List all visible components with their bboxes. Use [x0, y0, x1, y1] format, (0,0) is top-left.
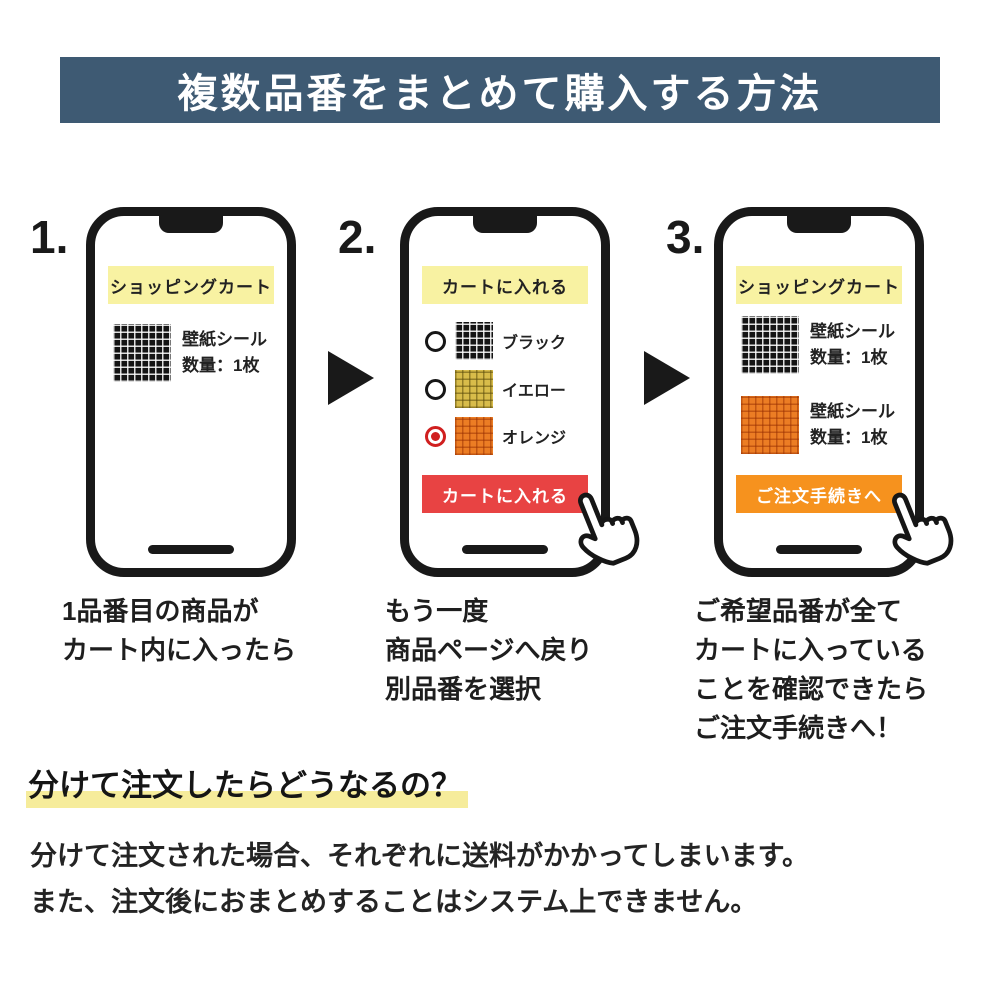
phone-home-bar — [148, 545, 234, 554]
product-name: 壁紙シール — [182, 330, 267, 349]
swatch-black-icon — [455, 322, 493, 360]
caption-line: 商品ページへ戻り — [385, 635, 593, 665]
option-label: ブラック — [502, 335, 567, 352]
caption-line: ご注文手続きへ！ — [694, 713, 903, 743]
phone-home-bar — [776, 545, 862, 554]
note-line: また、注文後におまとめすることはシステム上できません。 — [30, 887, 758, 917]
phone-notch — [787, 216, 851, 233]
product-name: 壁紙シール — [810, 322, 895, 341]
swatch-yellow-icon — [455, 370, 493, 408]
product-qty: 数量：1枚 — [810, 428, 888, 447]
step-number-1: 1. — [30, 211, 69, 263]
product-qty: 数量：1枚 — [182, 356, 260, 375]
color-option-yellow[interactable]: イエロー — [425, 368, 566, 410]
step-3-caption: ご希望品番が全て カートに入っている ことを確認できたら ご注文手続きへ！ — [694, 592, 928, 748]
add-to-cart-button[interactable]: カートに入れる — [422, 475, 588, 513]
phone-step-1: ショッピングカート 壁紙シール 数量：1枚 — [86, 207, 296, 577]
cart-item: 壁紙シール 数量：1枚 — [741, 396, 907, 454]
add-to-cart-header: カートに入れる — [422, 266, 588, 304]
color-option-orange[interactable]: オレンジ — [425, 415, 566, 457]
cart-item: 壁紙シール 数量：1枚 — [113, 324, 279, 382]
color-option-black[interactable]: ブラック — [425, 320, 566, 362]
arrow-right-icon — [644, 351, 690, 405]
caption-line: もう一度 — [385, 596, 489, 626]
cart-header: ショッピングカート — [108, 266, 274, 304]
phone-step-3: ショッピングカート 壁紙シール 数量：1枚 壁紙シール 数量：1枚 ご注文手続き… — [714, 207, 924, 577]
caption-line: 別品番を選択 — [385, 674, 542, 704]
product-swatch-black-icon — [113, 324, 171, 382]
caption-line: ご希望品番が全て — [694, 596, 903, 626]
cart-item-text: 壁紙シール 数量：1枚 — [182, 327, 267, 379]
option-label: オレンジ — [502, 430, 567, 447]
phone-step-2: カートに入れる ブラック イエロー オレンジ カートに入れる — [400, 207, 610, 577]
step-1-caption: 1品番目の商品が カート内に入ったら — [62, 592, 296, 670]
product-swatch-black-icon — [741, 316, 799, 374]
step-number-3: 3. — [666, 211, 705, 263]
radio-unselected-icon[interactable] — [425, 330, 446, 352]
product-name: 壁紙シール — [810, 402, 895, 421]
option-label: イエロー — [502, 383, 566, 400]
cart-item-text: 壁紙シール 数量：1枚 — [810, 399, 895, 451]
caption-line: 1品番目の商品が — [62, 596, 259, 626]
caption-line: カート内に入ったら — [62, 635, 297, 665]
note-heading: 分けて注文したらどうなるの？ — [26, 760, 468, 808]
hand-cursor-icon — [892, 492, 954, 566]
hand-cursor-icon — [578, 492, 640, 566]
phone-home-bar — [462, 545, 548, 554]
step-number-2: 2. — [338, 211, 377, 263]
product-swatch-orange-icon — [741, 396, 799, 454]
product-qty: 数量：1枚 — [810, 348, 888, 367]
phone-notch — [473, 216, 537, 233]
cart-item-text: 壁紙シール 数量：1枚 — [810, 319, 895, 371]
note-heading-text: 分けて注文したらどうなるの？ — [26, 768, 468, 808]
caption-line: カートに入っている — [694, 635, 927, 665]
note-body: 分けて注文された場合、それぞれに送料がかかってしまいます。 また、注文後におまと… — [30, 833, 809, 925]
cart-item: 壁紙シール 数量：1枚 — [741, 316, 907, 374]
note-line: 分けて注文された場合、それぞれに送料がかかってしまいます。 — [30, 841, 809, 871]
arrow-right-icon — [328, 351, 374, 405]
caption-line: ことを確認できたら — [694, 674, 929, 704]
checkout-button[interactable]: ご注文手続きへ — [736, 475, 902, 513]
radio-selected-icon[interactable] — [425, 425, 446, 447]
page-title: 複数品番をまとめて購入する方法 — [60, 57, 940, 123]
swatch-orange-icon — [455, 417, 493, 455]
cart-header: ショッピングカート — [736, 266, 902, 304]
phone-notch — [159, 216, 223, 233]
step-2-caption: もう一度 商品ページへ戻り 別品番を選択 — [385, 592, 592, 709]
radio-unselected-icon[interactable] — [425, 378, 446, 400]
